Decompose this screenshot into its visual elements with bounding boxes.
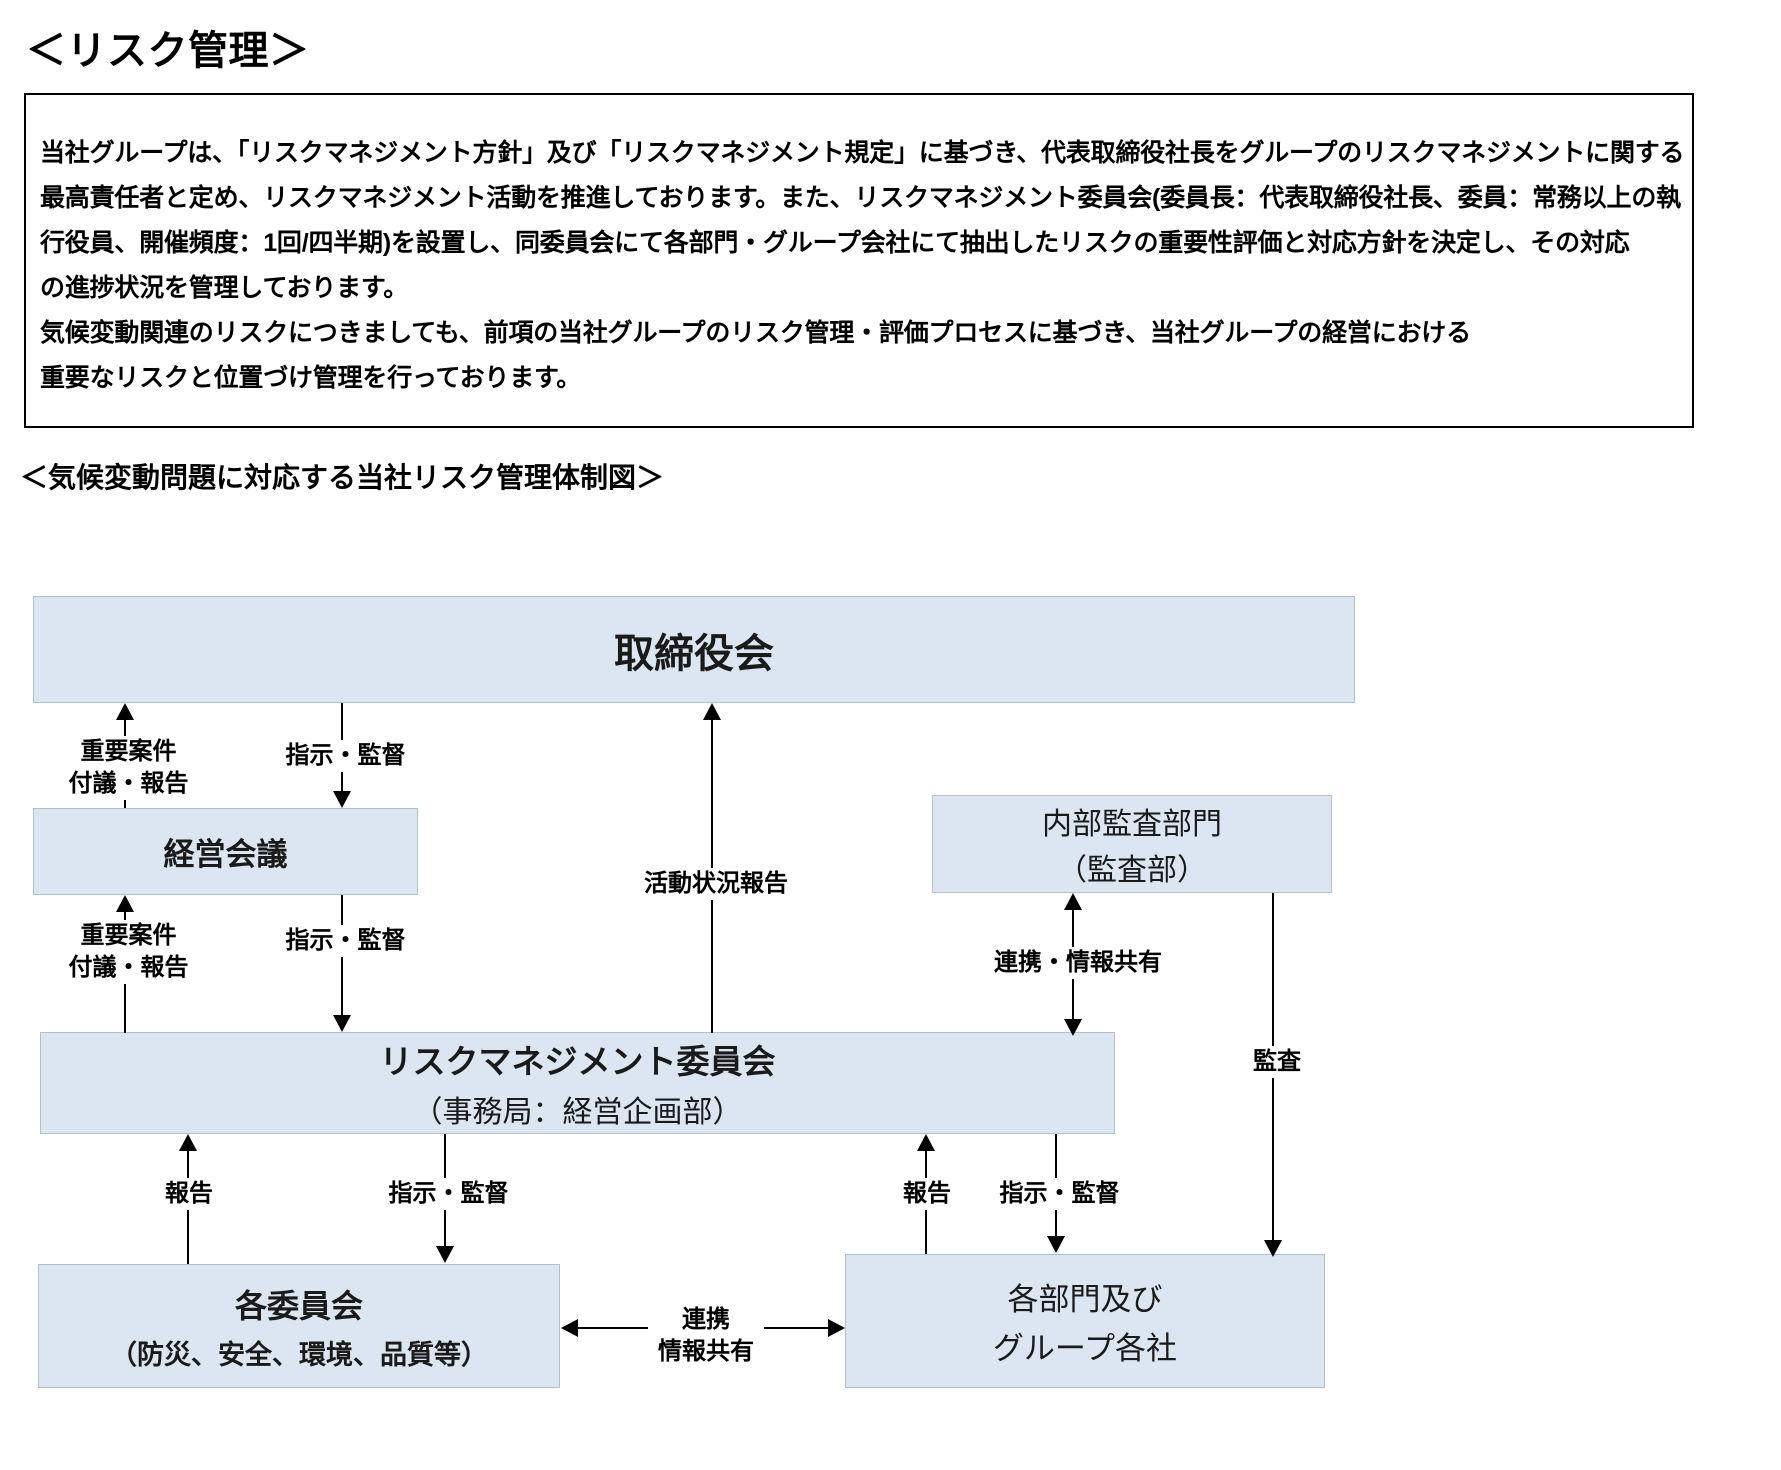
arrow-down-icon-audit-to-divisions [1264,1240,1282,1257]
edge-label-audit-arrow: 監査 [1234,1046,1320,1078]
arrow-up-icon-rmc-to-board [703,703,721,720]
edge-label-horizontal-share-line2: 情報共有 [658,1338,754,1365]
node-internal-audit-department: 内部監査部門 （監査部） [932,795,1332,893]
edge-label-activity-report-line1: 活動状況報告 [644,870,788,897]
node-internal-audit-sublabel: （監査部） [1057,854,1207,887]
arrow-down-icon-mgmt-to-rmc [333,1015,351,1032]
edge-label-division-report: 報告 [884,1178,970,1210]
node-divisions-sublabel: グループ各社 [992,1331,1178,1366]
node-divisions-and-group-companies: 各部門及び グループ各社 [845,1254,1325,1388]
edge-label-board-up-1-line2: 付議・報告 [68,770,189,797]
edge-label-committee-report: 報告 [146,1178,232,1210]
edge-label-mgmt-down-2-line1: 指示・監督 [285,927,406,954]
node-various-committees: 各委員会 （防災、安全、環境、品質等） [38,1264,560,1388]
edge-label-mgmt-up-2-line2: 付議・報告 [68,954,189,981]
edge-label-audit-arrow-line1: 監査 [1253,1048,1301,1075]
edge-line-divisions-right [748,1327,828,1329]
node-divisions-label: 各部門及び [1007,1282,1163,1317]
edge-label-committee-report-line1: 報告 [165,1180,213,1207]
arrow-down-icon-rmc-to-committees [436,1246,454,1263]
node-board-of-directors: 取締役会 [33,596,1355,703]
edge-label-board-down-1: 指示・監督 [260,740,431,772]
node-risk-management-committee-label: リスクマネジメント委員会 [379,1043,776,1080]
arrow-down-icon-rmc-to-divisions [1047,1236,1065,1253]
node-various-committees-sublabel: （防災、安全、環境、品質等） [110,1339,488,1370]
arrow-up-icon-divisions-to-rmc [917,1134,935,1151]
edge-label-board-up-1: 重要案件 付議・報告 [58,736,199,800]
description-line-2: 最高責任者と定め、リスクマネジメント活動を推進しております。また、リスクマネジメ… [40,184,1681,212]
description-line-6: 重要なリスクと位置づけ管理を行っております。 [40,364,582,392]
node-risk-management-committee-sublabel: （事務局：経営企画部） [412,1096,743,1129]
edge-label-activity-report: 活動状況報告 [633,868,799,900]
arrow-left-icon-horizontal-share [561,1319,578,1337]
arrow-up-icon-rmc-to-mgmt [116,895,134,912]
edge-label-mgmt-up-2: 重要案件 付議・報告 [58,920,199,984]
edge-label-board-down-1-line1: 指示・監督 [285,742,406,769]
description-line-3: 行役員、開催頻度：1回/四半期)を設置し、同委員会にて各部門・グループ会社にて抽… [40,229,1630,257]
node-management-meeting-label: 経営会議 [163,837,288,872]
edge-label-board-up-1-line1: 重要案件 [80,738,177,765]
arrow-down-icon-board-to-mgmt [333,791,351,808]
arrow-up-icon-committees-to-rmc [179,1134,197,1151]
description-line-1: 当社グループは、「リスクマネジメント方針」及び「リスクマネジメント規定」に基づき… [40,139,1685,167]
description-box: 当社グループは、「リスクマネジメント方針」及び「リスクマネジメント規定」に基づき… [24,93,1694,428]
edge-label-committee-direct: 指示・監督 [363,1178,534,1210]
node-internal-audit-label: 内部監査部門 [1042,808,1222,841]
description-line-5: 気候変動関連のリスクにつきましても、前項の当社グループのリスク管理・評価プロセス… [40,319,1471,347]
arrow-down-icon-audit-share [1064,1019,1082,1036]
description-text: 当社グループは、「リスクマネジメント方針」及び「リスクマネジメント規定」に基づき… [40,131,1685,401]
arrow-right-icon-horizontal-share [828,1319,845,1337]
node-management-meeting: 経営会議 [33,808,418,895]
edge-label-mgmt-up-2-line1: 重要案件 [80,922,177,949]
edge-label-division-direct-line1: 指示・監督 [999,1180,1120,1207]
edge-label-committee-direct-line1: 指示・監督 [388,1180,509,1207]
edge-label-audit-share: 連携・情報共有 [985,947,1171,979]
edge-label-mgmt-down-2: 指示・監督 [260,925,431,957]
page-title: ＜リスク管理＞ [26,29,310,73]
edge-label-division-report-line1: 報告 [903,1180,951,1207]
description-line-4: の進捗状況を管理しております。 [40,274,409,302]
node-board-of-directors-label: 取締役会 [614,631,774,676]
edge-label-audit-share-line1: 連携・情報共有 [994,949,1162,976]
node-risk-management-committee: リスクマネジメント委員会 （事務局：経営企画部） [40,1032,1115,1134]
node-various-committees-label: 各委員会 [234,1287,363,1324]
diagram-caption: ＜気候変動問題に対応する当社リスク管理体制図＞ [20,462,665,493]
edge-label-horizontal-share-line1: 連携 [682,1306,730,1333]
arrow-up-icon-mgmt-to-board [116,703,134,720]
edge-line-committees-left [578,1327,658,1329]
arrow-up-icon-audit-share [1064,893,1082,910]
edge-label-horizontal-share: 連携 情報共有 [648,1304,764,1368]
edge-label-division-direct: 指示・監督 [974,1178,1145,1210]
